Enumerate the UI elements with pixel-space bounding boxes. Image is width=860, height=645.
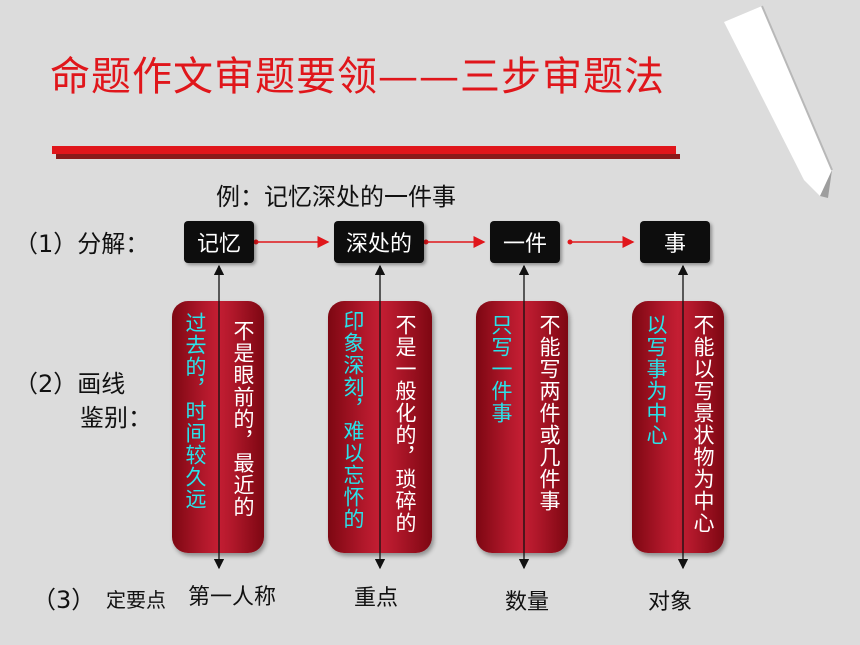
keyword-box-1: 记忆 bbox=[184, 221, 254, 263]
step1-label: （1）分解： bbox=[14, 230, 150, 258]
analysis-card-4 bbox=[632, 301, 724, 553]
step3-label-text: 定要点 bbox=[106, 588, 166, 612]
card4-meaning: 以写事为中心 bbox=[644, 314, 668, 446]
example-topic: 例：记忆深处的一件事 bbox=[216, 183, 456, 211]
analysis-card-3 bbox=[476, 301, 568, 553]
card1-meaning: 过去的，时间较久远 bbox=[183, 312, 207, 510]
card2-contrast: 不是一般化的，琐碎的 bbox=[393, 314, 417, 534]
card2-meaning: 印象深刻，难以忘怀的 bbox=[341, 310, 365, 530]
card1-contrast: 不是眼前的，最近的 bbox=[231, 320, 255, 518]
title-underline-shadow bbox=[56, 154, 680, 159]
point-4: 对象 bbox=[648, 590, 693, 615]
step2-label-line2: 鉴别： bbox=[80, 404, 152, 432]
title-underline bbox=[52, 146, 676, 154]
point-2: 重点 bbox=[354, 586, 399, 611]
card4-contrast: 不能以写景状物为中心 bbox=[691, 314, 715, 534]
page-title: 命题作文审题要领——三步审题法 bbox=[50, 54, 665, 100]
keyword-box-3: 一件 bbox=[490, 221, 560, 263]
card3-meaning: 只写一件事 bbox=[489, 314, 513, 424]
keyword-box-4: 事 bbox=[640, 221, 710, 263]
point-1: 第一人称 bbox=[188, 585, 277, 610]
keyword-box-2: 深处的 bbox=[334, 221, 424, 263]
card3-contrast: 不能写两件或几件事 bbox=[537, 314, 561, 512]
point-3: 数量 bbox=[505, 590, 550, 615]
step2-label-line1: （2）画线 bbox=[14, 370, 126, 398]
step3-label: （3） bbox=[32, 586, 96, 614]
analysis-card-1 bbox=[172, 301, 264, 553]
